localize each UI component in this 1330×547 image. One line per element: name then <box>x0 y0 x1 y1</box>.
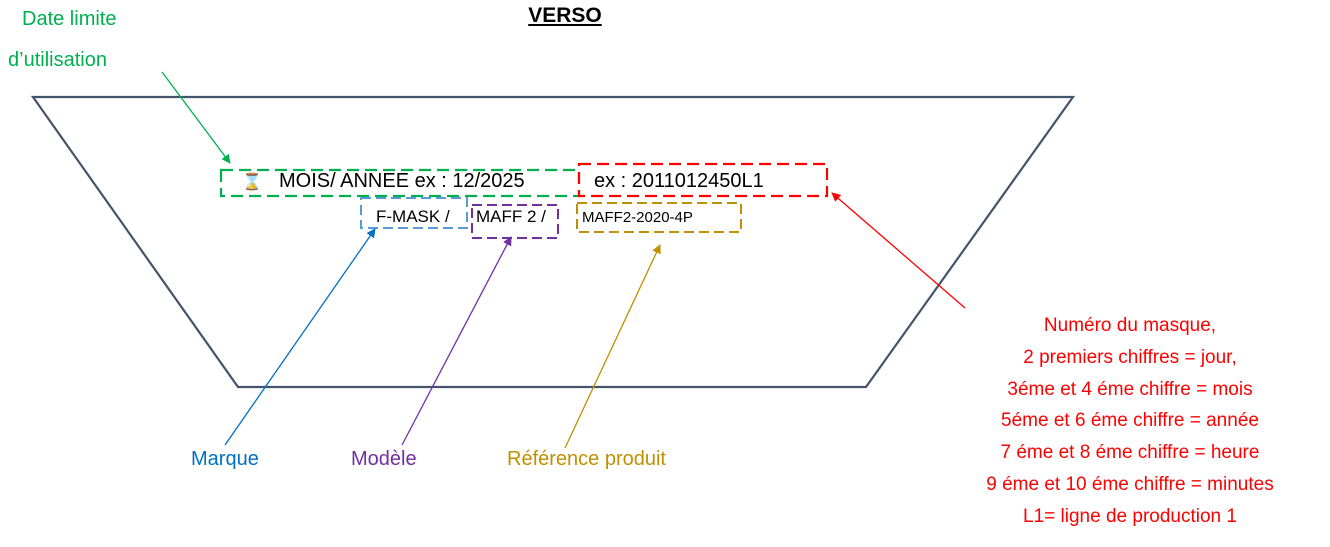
date-format-text: MOIS/ ANNEE ex : 12/2025 <box>279 170 525 192</box>
hourglass-icon: ⌛ <box>242 174 262 191</box>
marque-label: Marque <box>191 448 259 470</box>
model-arrow <box>401 236 512 446</box>
mask-outline <box>30 95 1076 389</box>
mask-number-note-line: 2 premiers chiffres = jour, <box>1023 346 1237 368</box>
brand-box <box>360 197 468 229</box>
reference-arrow <box>564 244 661 449</box>
mask-number-note: Numéro du masque, 2 premiers chiffres = … <box>940 310 1320 533</box>
mask-number-note-line: 9 éme et 10 éme chiffre = minutes <box>986 473 1274 495</box>
mask-number-note-line: L1= ligne de production 1 <box>1023 505 1237 527</box>
mask-number-note-line: 3éme et 4 éme chiffre = mois <box>1007 378 1253 400</box>
page-title: VERSO <box>528 4 602 27</box>
date-arrow <box>161 71 231 164</box>
mask-number-arrow <box>831 192 966 309</box>
mask-number-note-line: Numéro du masque, <box>1043 315 1217 336</box>
reference-box <box>576 202 742 233</box>
date-limite-label-line2: d’utilisation <box>8 49 107 71</box>
brand-arrow <box>224 228 376 446</box>
mask-number-note-line: 5éme et 6 éme chiffre = année <box>1001 410 1259 432</box>
reference-text: MAFF2-2020-4P <box>582 209 693 226</box>
mask-number-text: ex : 2011012450L1 <box>594 170 764 192</box>
mask-number-note-line: 7 éme et 8 éme chiffre = heure <box>1000 442 1260 464</box>
modele-label: Modèle <box>351 448 417 470</box>
date-limite-label-line1: Date limite <box>22 8 117 30</box>
model-text: MAFF 2 / <box>476 207 546 226</box>
reference-label: Référence produit <box>507 448 666 470</box>
mask-number-box <box>577 162 829 198</box>
brand-text: F-MASK / <box>376 207 450 226</box>
